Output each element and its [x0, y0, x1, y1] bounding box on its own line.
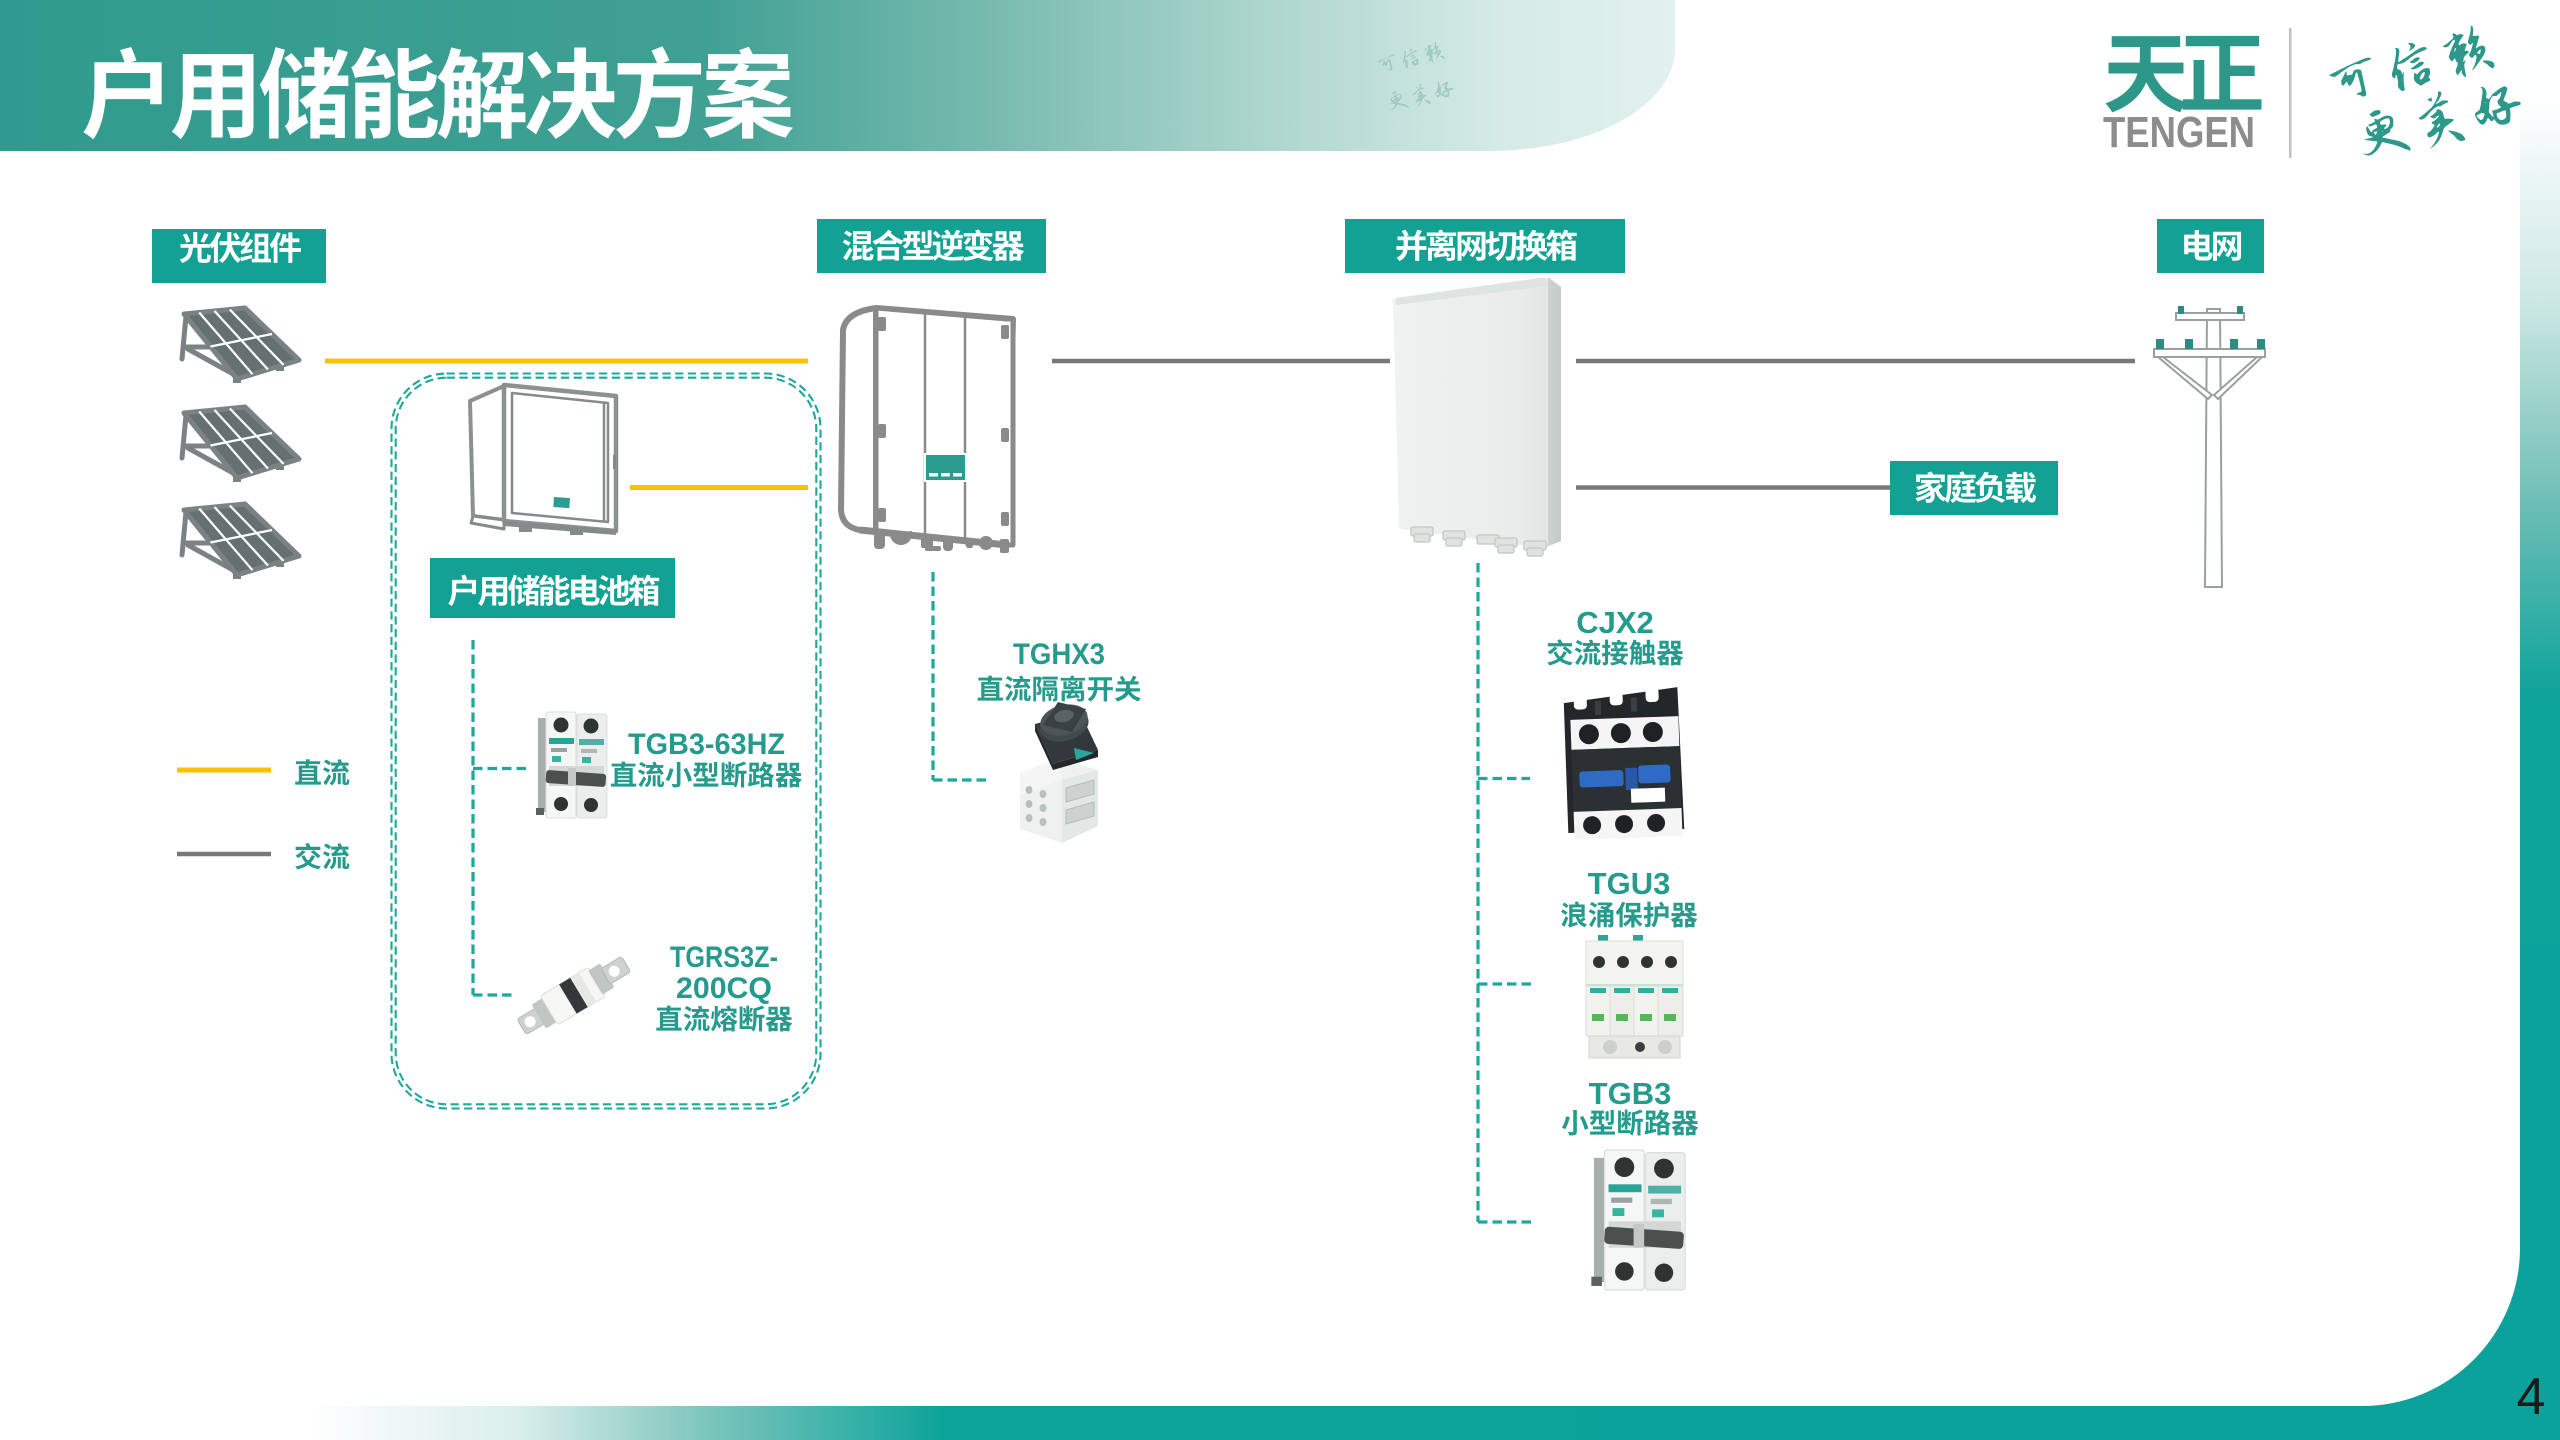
svg-text:4: 4: [2517, 1368, 2546, 1426]
svg-text:TGB3-63HZ: TGB3-63HZ: [628, 728, 785, 761]
svg-text:TENGEN: TENGEN: [2103, 108, 2255, 157]
svg-text:TGRS3Z-: TGRS3Z-: [670, 941, 778, 974]
svg-text:CJX2: CJX2: [1576, 605, 1654, 640]
svg-text:TGHX3: TGHX3: [1013, 638, 1105, 671]
svg-text:200CQ: 200CQ: [676, 972, 772, 1005]
svg-text:TGU3: TGU3: [1588, 866, 1671, 901]
svg-text:TGB3: TGB3: [1589, 1076, 1672, 1111]
